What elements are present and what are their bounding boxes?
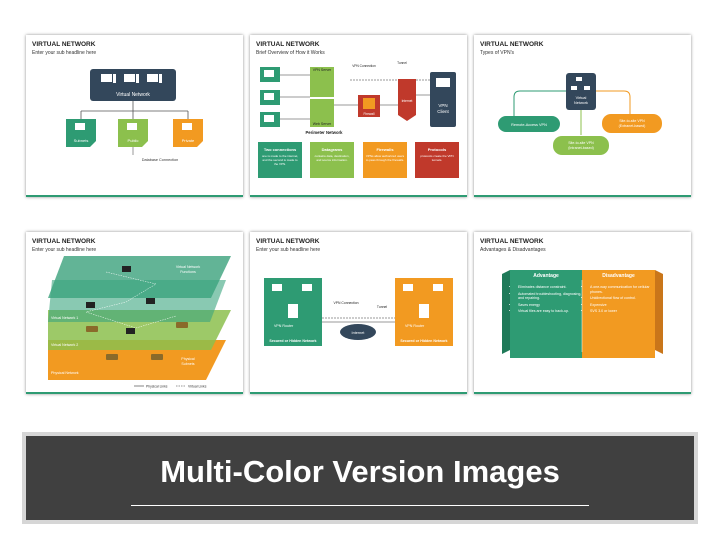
physical-subnets-label-2: Subnets	[181, 362, 194, 366]
center-label-1: Virtual	[576, 96, 587, 100]
functions-label-1: Virtual Network	[176, 265, 201, 269]
box4-title: Protocols	[428, 147, 447, 152]
internet-label: Internet	[402, 99, 413, 103]
tunnel-label: Tunnel	[397, 61, 407, 65]
router-left-label: VPN Router	[274, 324, 294, 328]
virtual-network-diagram: Virtual Network Subnets Public Private D…	[66, 69, 203, 162]
center-label: Virtual Network	[116, 92, 150, 98]
box3-title: Firewalls	[376, 147, 394, 152]
list-item: Virtual files are easy to back-up.	[518, 309, 584, 314]
intranet-label-1: Site-to-site VPN	[568, 141, 594, 145]
slide-thumbnail-5[interactable]: VIRTUAL NETWORK Enter your sub headline …	[250, 232, 467, 394]
extranet-label-2: (Extranet-based)	[619, 124, 646, 128]
firewall-label: Firewall	[364, 112, 375, 116]
physical-network-label: Physical Network	[51, 371, 79, 375]
list-item: Saves energy	[518, 303, 584, 308]
advantages-disadvantages-frame	[502, 270, 663, 358]
vpn-client-label-2: Client	[437, 109, 449, 114]
extranet-label-1: Site-to-site VPN	[619, 119, 645, 123]
banner-title: Multi-Color Version Images	[160, 454, 560, 489]
slide-subtitle: Types of VPN's	[480, 50, 515, 56]
disadvantage-title: Disadvantage	[602, 273, 635, 279]
private-label: Private	[182, 138, 195, 143]
tunnel-label: Tunnel	[377, 305, 387, 309]
list-item: Expensive	[590, 303, 656, 308]
slide-thumbnail-3[interactable]: VIRTUAL NETWORK Types of VPN's Virtual N…	[474, 35, 691, 197]
vpn-server-label: VPN Server	[313, 68, 332, 72]
slide-title: VIRTUAL NETWORK	[480, 238, 544, 245]
internet-label: Internet	[352, 331, 366, 335]
database-connection-label: Database Connection	[142, 158, 179, 162]
slide-subtitle: Advantages & Disadvantages	[480, 247, 546, 253]
slide-thumbnail-1[interactable]: VIRTUAL NETWORK Enter your sub headline …	[26, 35, 243, 197]
box2-title: Datagrams	[322, 147, 343, 152]
intranet-label-2: (Intranet-based)	[568, 146, 594, 150]
physical-subnets-label-1: Physical	[181, 357, 195, 361]
secured-right-label: Secured or Hidden Network	[400, 339, 447, 343]
version-banner: Multi-Color Version Images	[22, 432, 698, 524]
computer-icon	[127, 123, 137, 130]
box1-text: one is made to the internet, and the sec…	[261, 154, 299, 166]
list-item: A one-way communication for cellular pho…	[590, 285, 656, 294]
advantage-list: Eliminates distance constraint. Automate…	[512, 285, 584, 314]
slide-thumbnail-6[interactable]: VIRTUAL NETWORK Advantages & Disadvantag…	[474, 232, 691, 394]
slide-title: VIRTUAL NETWORK	[32, 238, 96, 245]
vpn-client-label-1: VPN	[438, 103, 447, 108]
vn2-label: Virtual Network 2	[51, 343, 78, 347]
public-label: Public	[128, 138, 139, 143]
computer-icon	[124, 74, 139, 83]
vpn-tunnel-diagram: VPN Router VPN Router Secured or Hidden …	[264, 278, 453, 346]
slide-subtitle: Enter your sub headline here	[32, 50, 97, 56]
secured-left-label: Secured or Hidden Network	[269, 339, 316, 343]
vpn-connection-label: VPN Connection	[333, 301, 358, 305]
slide-subtitle: Enter your sub headline here	[32, 247, 97, 253]
router-right-label: VPN Router	[405, 324, 425, 328]
banner-underline	[131, 505, 589, 506]
computer-icon	[182, 123, 192, 130]
center-label-2: Network	[574, 101, 588, 105]
disadvantage-list: A one-way communication for cellular pho…	[584, 285, 656, 314]
advantage-title: Advantage	[533, 273, 559, 279]
box2-text: contains data, destination, and source i…	[314, 154, 350, 162]
slide-title: VIRTUAL NETWORK	[256, 238, 320, 245]
list-item: Eliminates distance constraint.	[518, 285, 584, 290]
web-server-label: Web Server	[313, 122, 332, 126]
box4-text: protocols create the VPN tunnels.	[420, 154, 454, 162]
box3-text: VPNs allow authorized users to pass thro…	[365, 154, 405, 162]
computer-icon	[75, 123, 85, 130]
box1-title: Two connections	[264, 147, 297, 152]
list-item: Unidirectional flow of control.	[590, 296, 656, 301]
vpn-overview-diagram: VPN Server Web Server Perimeter Network …	[258, 61, 459, 178]
computer-icon	[147, 74, 162, 83]
slide-title: VIRTUAL NETWORK	[480, 41, 544, 48]
legend-virtual-links: Virtual Links	[188, 385, 207, 389]
remote-access-label: Remote-Access VPN	[511, 123, 547, 127]
functions-label-2: Functions	[180, 270, 196, 274]
slide-title: VIRTUAL NETWORK	[32, 41, 96, 48]
vpn-connection-label: VPN Connection	[352, 64, 376, 68]
computer-icon	[101, 74, 116, 83]
slide-title: VIRTUAL NETWORK	[256, 41, 320, 48]
perimeter-label: Perimeter Network	[305, 130, 343, 135]
legend-physical-links: Physical Links	[146, 385, 168, 389]
subnets-label: Subnets	[74, 138, 89, 143]
slide-subtitle: Brief Overview of How it Works	[256, 50, 325, 56]
slide-thumbnail-2[interactable]: VIRTUAL NETWORK Brief Overview of How it…	[250, 35, 467, 197]
vpn-types-diagram: Virtual Network Remote-Access VPN Site-t…	[498, 73, 662, 155]
layered-network-diagram: Virtual Network Functions Virtual Networ…	[48, 256, 231, 389]
list-item: Automated troubleshooting, diagnosing, a…	[518, 292, 584, 301]
list-item: SVS 3.0 or lower	[590, 309, 656, 314]
slide-thumbnail-4[interactable]: VIRTUAL NETWORK Enter your sub headline …	[26, 232, 243, 394]
slide-subtitle: Enter your sub headline here	[256, 247, 321, 253]
vn1-label: Virtual Network 1	[51, 316, 78, 320]
